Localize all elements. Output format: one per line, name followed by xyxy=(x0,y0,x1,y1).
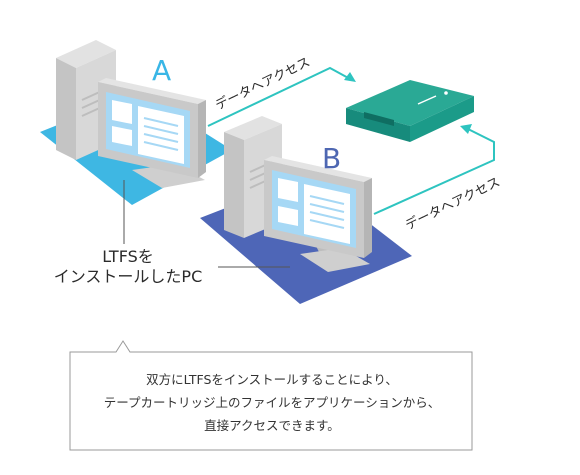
computer-a-label: A xyxy=(152,54,171,87)
arrow-b-to-drive xyxy=(373,124,495,215)
computer-a-icon xyxy=(56,40,206,188)
callout-line-1: 双方にLTFSをインストールすることにより、 xyxy=(146,372,398,387)
callout-text: 双方にLTFSをインストールすることにより、 テープカートリッジ上のファイルをア… xyxy=(72,368,472,437)
computer-b-label: B xyxy=(322,142,341,175)
pc-caption-line-2: インストールしたPC xyxy=(54,267,203,286)
arrow-a-to-drive xyxy=(207,66,356,127)
callout-bubble xyxy=(69,340,473,451)
computer-b-icon xyxy=(224,116,372,272)
arrow-b-label: データへアクセス xyxy=(403,174,503,234)
pc-caption-line-1: LTFSを xyxy=(102,247,154,266)
callout-line-3: 直接アクセスできます。 xyxy=(204,418,340,433)
callout-line-2: テープカートリッジ上のファイルをアプリケーションから、 xyxy=(103,395,441,410)
tape-drive-icon xyxy=(346,80,474,142)
